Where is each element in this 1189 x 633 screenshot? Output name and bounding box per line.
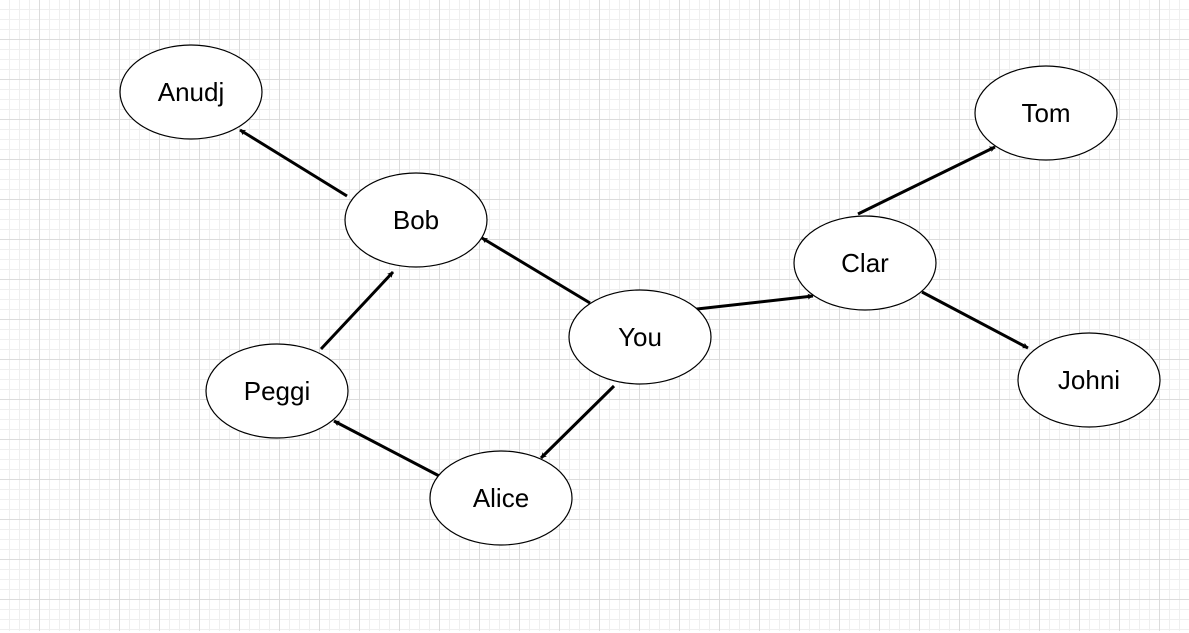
node-label: Anudj <box>158 77 225 107</box>
edge-clar-to-johni <box>921 290 1029 350</box>
node-label: Bob <box>393 205 439 235</box>
edge-alice-to-peggi <box>333 419 446 481</box>
edge-you-to-bob <box>481 236 591 305</box>
node-clar[interactable]: Clar <box>793 215 937 311</box>
node-label: Tom <box>1021 98 1070 128</box>
node-johni[interactable]: Johni <box>1017 332 1161 428</box>
edge-you-to-alice <box>539 384 616 460</box>
node-label: Johni <box>1058 365 1120 395</box>
node-ellipse <box>429 450 573 546</box>
node-peggi[interactable]: Peggi <box>205 343 349 439</box>
node-label: You <box>618 322 662 352</box>
edge-bob-to-anudj <box>239 128 348 198</box>
node-tom[interactable]: Tom <box>974 65 1118 161</box>
canvas-bottom-edge <box>0 631 1189 633</box>
node-label: Clar <box>841 248 889 278</box>
node-ellipse <box>205 343 349 439</box>
node-ellipse <box>568 289 712 385</box>
node-alice[interactable]: Alice <box>429 450 573 546</box>
node-ellipse <box>1017 332 1161 428</box>
node-anudj[interactable]: Anudj <box>119 44 263 140</box>
edges-layer <box>239 128 1029 481</box>
node-label: Alice <box>473 483 529 513</box>
node-label: Peggi <box>244 376 311 406</box>
node-ellipse <box>793 215 937 311</box>
edge-peggi-to-bob <box>319 270 395 351</box>
node-ellipse <box>119 44 263 140</box>
edge-clar-to-tom <box>857 145 996 216</box>
edge-you-to-clar <box>687 293 814 312</box>
node-bob[interactable]: Bob <box>344 172 488 268</box>
node-ellipse <box>344 172 488 268</box>
node-you[interactable]: You <box>568 289 712 385</box>
node-ellipse <box>974 65 1118 161</box>
